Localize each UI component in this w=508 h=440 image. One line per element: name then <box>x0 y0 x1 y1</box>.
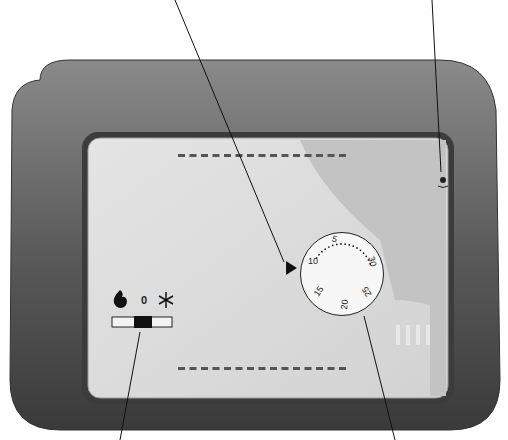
leader-line <box>120 0 441 440</box>
outer-frame <box>10 60 500 430</box>
front-panel <box>88 138 448 398</box>
set-pointer <box>286 261 297 275</box>
heating-symbol <box>114 290 127 308</box>
scale-number: 5 <box>331 234 339 244</box>
side-fins <box>396 325 430 345</box>
indicator-led <box>438 186 448 188</box>
scale-number: 10 <box>308 257 318 266</box>
bezel <box>82 132 454 404</box>
vent-slots <box>178 154 346 157</box>
vent-slots <box>178 367 346 370</box>
scale-number: 25 <box>361 284 374 297</box>
indicator-led <box>440 177 446 183</box>
switch-slider <box>134 316 152 328</box>
scale-number: 20 <box>340 299 350 310</box>
cooling-symbol <box>159 292 173 308</box>
scale-number: 30 <box>366 255 377 267</box>
switch-position-label: 0 <box>141 295 147 306</box>
dial-backplate <box>300 140 446 396</box>
mode-switch <box>112 317 172 327</box>
temperature-dial: 5 10 30 15 20 25 <box>300 232 384 316</box>
scale-number: 15 <box>312 284 325 297</box>
